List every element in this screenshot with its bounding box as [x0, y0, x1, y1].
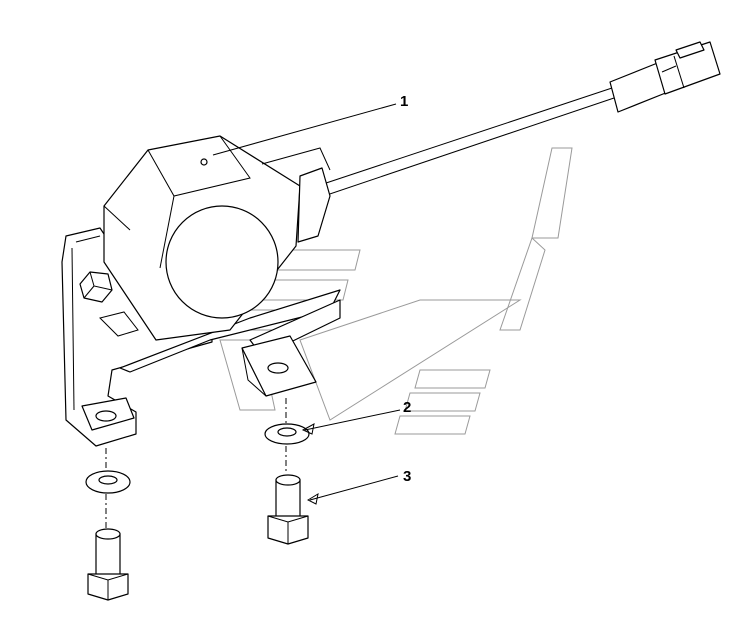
callout-label-2: 2: [403, 399, 411, 416]
cable-connector: [609, 41, 721, 113]
callout-label-3: 3: [403, 468, 411, 485]
bracket-bolt: [79, 271, 113, 303]
callout-label-1: 1: [400, 93, 408, 110]
washer-left: [85, 470, 131, 494]
bolt-left: [87, 528, 129, 601]
washer-callout-2: [264, 423, 310, 445]
sensor-body: [103, 135, 331, 341]
assembly-axis-lines: [105, 398, 287, 528]
bolt-callout-3: [267, 474, 309, 545]
sensor-cable: [304, 87, 615, 201]
leader-lines: [212, 103, 401, 505]
